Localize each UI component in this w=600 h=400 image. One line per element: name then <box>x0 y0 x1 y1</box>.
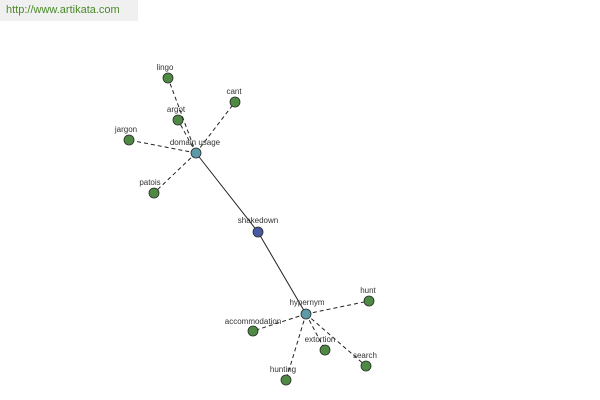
edge-shakedown-hypernym <box>257 231 307 315</box>
node-accommodation[interactable] <box>247 325 259 337</box>
site-url-link[interactable]: http://www.artikata.com <box>6 4 120 16</box>
edge-domain_usage-argot <box>177 119 197 154</box>
node-argot[interactable] <box>172 114 184 126</box>
node-label-cant: cant <box>226 87 242 96</box>
node-label-accommodation: accommodation <box>225 317 281 326</box>
node-label-jargon: jargon <box>114 125 137 134</box>
node-label-search: search <box>353 351 377 360</box>
edge-hypernym-accommodation <box>252 313 307 332</box>
node-patois[interactable] <box>148 187 160 199</box>
node-extortion[interactable] <box>319 344 331 356</box>
node-jargon[interactable] <box>123 134 135 146</box>
node-lingo[interactable] <box>162 72 174 84</box>
edge-domain_usage-jargon <box>128 139 197 154</box>
edges-layer <box>128 77 370 381</box>
edge-domain_usage-patois <box>153 152 197 194</box>
edge-domain_usage-cant <box>195 101 236 154</box>
node-label-extortion: extortion <box>305 335 336 344</box>
edge-hypernym-hunting <box>285 313 307 381</box>
node-shakedown[interactable] <box>252 226 264 238</box>
node-label-hunt: hunt <box>360 286 376 295</box>
node-label-shakedown: shakedown <box>238 216 278 225</box>
labels-layer: shakedown domain usage hypernym lingo argot c… <box>114 63 377 374</box>
node-label-domain-usage: domain usage <box>170 138 221 147</box>
node-label-hunting: hunting <box>270 365 296 374</box>
node-label-patois: patois <box>139 178 160 187</box>
node-hunt[interactable] <box>363 295 375 307</box>
url-banner: http://www.artikata.com <box>0 0 138 21</box>
edge-domain_usage-lingo <box>167 77 197 154</box>
node-search[interactable] <box>360 360 372 372</box>
node-label-lingo: lingo <box>157 63 174 72</box>
nodes-layer <box>123 72 375 386</box>
edge-hypernym-extortion <box>305 313 326 351</box>
node-cant[interactable] <box>229 96 241 108</box>
node-label-argot: argot <box>167 105 186 114</box>
node-hypernym[interactable] <box>300 308 312 320</box>
edge-hypernym-hunt <box>305 300 370 315</box>
edge-hypernym-search <box>305 313 367 367</box>
node-domain-usage[interactable] <box>190 147 202 159</box>
node-hunting[interactable] <box>280 374 292 386</box>
edge-shakedown-domain_usage <box>195 152 259 233</box>
node-label-hypernym: hypernym <box>289 298 324 307</box>
